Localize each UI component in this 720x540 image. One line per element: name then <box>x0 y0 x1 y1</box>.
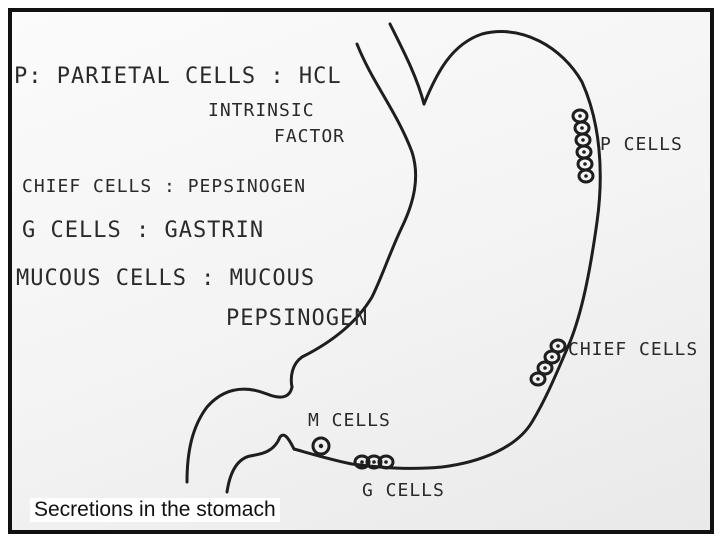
label-p-cells: P CELLS <box>600 134 683 155</box>
diagram-frame: P: PARIETAL CELLS : HCL INTRINSIC FACTOR… <box>8 8 714 534</box>
p-cells-group <box>571 108 595 184</box>
lesser-curvature <box>185 385 294 484</box>
label-g-cells: G CELLS <box>362 480 445 501</box>
cell-nuclei <box>318 114 588 464</box>
m-cell-group <box>311 436 331 456</box>
legend-chief: CHIEF CELLS : PEPSINOGEN <box>22 176 307 197</box>
greater-curvature <box>292 30 602 470</box>
legend-parietal: P: PARIETAL CELLS : HCL <box>14 64 342 89</box>
legend-factor: FACTOR <box>274 126 346 147</box>
legend-mucous: MUCOUS CELLS : MUCOUS <box>16 266 316 291</box>
caption: Secretions in the stomach <box>30 498 280 522</box>
label-m-cells: M CELLS <box>308 410 391 431</box>
legend-g: G CELLS : GASTRIN <box>22 218 265 243</box>
legend-intrinsic: INTRINSIC <box>208 100 315 121</box>
duodenum-wall <box>225 433 296 494</box>
chief-cells-group <box>529 338 567 387</box>
label-chief-cells: CHIEF CELLS <box>568 339 699 360</box>
esophagus-right-wall <box>388 22 426 106</box>
stomach-drawing <box>185 22 602 494</box>
esophagus-left-wall <box>289 42 418 389</box>
legend-mucous-pepsinogen: PEPSINOGEN <box>226 306 369 331</box>
g-cells-group <box>353 454 395 470</box>
